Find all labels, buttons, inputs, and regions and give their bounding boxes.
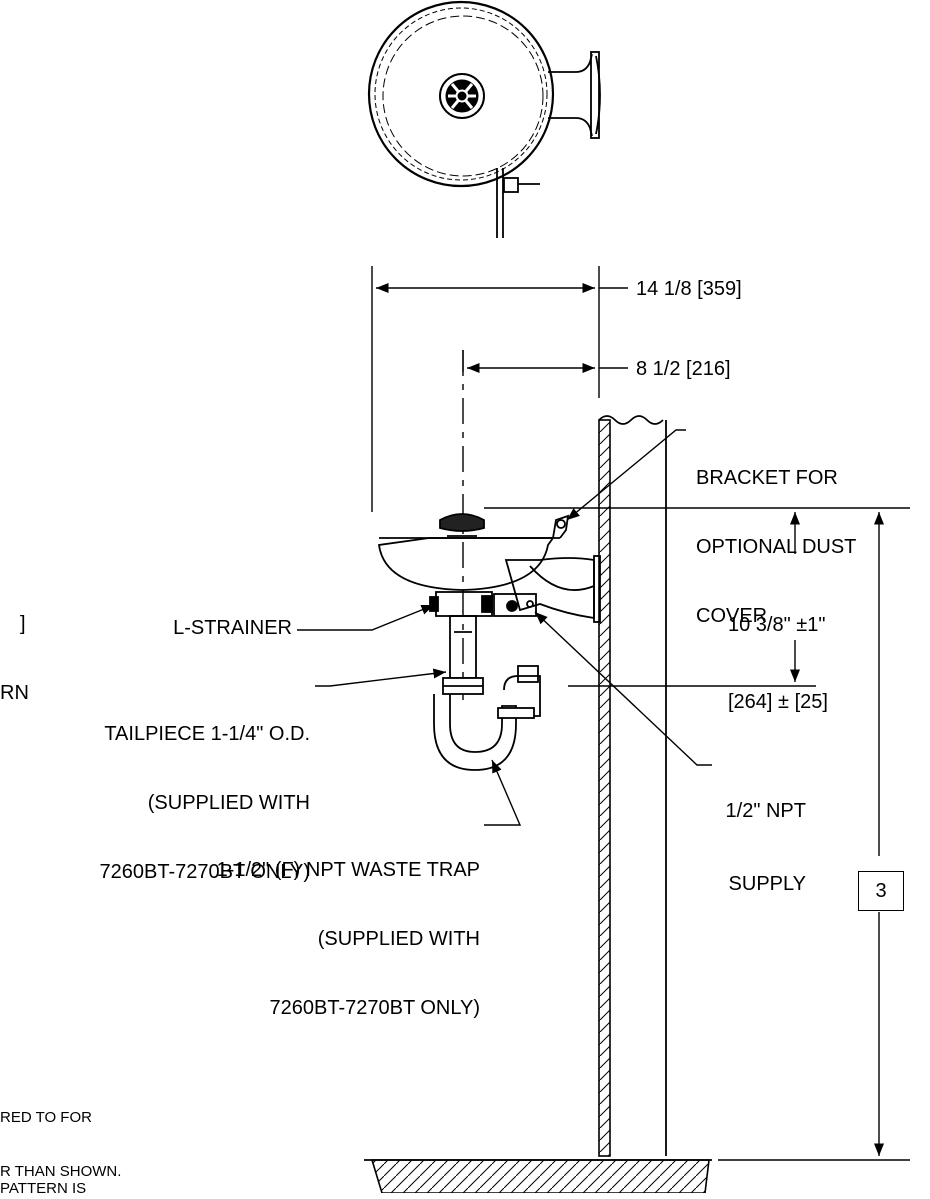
leaders	[297, 429, 712, 826]
note-box-3: 3	[858, 871, 904, 911]
eyewash-head-plan	[439, 73, 485, 119]
spray-head	[439, 513, 485, 532]
leader-supply	[534, 611, 712, 766]
eyewash-elevation	[377, 513, 601, 771]
bowl-hidden-line	[382, 15, 544, 177]
leader-strainer	[297, 604, 435, 631]
bowl-elevation	[377, 537, 555, 591]
label-tail-line1: TAILPIECE 1-1/4" O.D.	[104, 723, 310, 745]
label-height-line1: 10 3/8" ±1"	[728, 614, 826, 636]
support-arm	[504, 557, 595, 620]
label-supply: 1/2" NPT SUPPLY	[690, 754, 806, 919]
label-cut-note3: PATTERN IS	[0, 1180, 87, 1197]
label-trap-line2: (SUPPLIED WITH	[317, 928, 480, 950]
bowl-outer-rim	[367, 0, 555, 188]
dimension-width	[371, 266, 628, 700]
label-trap-line3: 7260BT-7270BT ONLY)	[269, 997, 481, 1019]
label-bracket: BRACKET FOR OPTIONAL DUST COVER	[696, 421, 856, 651]
label-bracket-line3: COVER	[696, 605, 768, 627]
label-cut-left: ] RN	[0, 567, 29, 728]
wall-section	[364, 415, 712, 1193]
label-bracket-line2: OPTIONAL DUST	[696, 536, 857, 558]
leader-tailpiece	[315, 668, 447, 687]
valve-block	[493, 593, 537, 617]
leader-trap	[484, 759, 522, 826]
dimension-height	[484, 507, 910, 1161]
top-view	[367, 0, 601, 238]
label-trap-line1: 1-1/2" (F) NPT WASTE TRAP	[216, 859, 480, 881]
wall-bracket-plan	[548, 51, 601, 139]
label-width-overall: 14 1/8 [359]	[636, 278, 742, 300]
bowl-inner-rim	[374, 7, 548, 181]
leader-bracket	[566, 429, 686, 521]
label-tail-line2: (SUPPLIED WITH	[147, 792, 310, 814]
label-cut-left2: RN	[0, 682, 29, 704]
label-cut-note: RED TO FOR R THAN SHOWN.	[0, 1073, 121, 1199]
label-cut-note1: RED TO FOR	[0, 1109, 92, 1126]
label-cut-left1: ]	[20, 613, 26, 635]
floor-section	[370, 1159, 710, 1193]
label-strainer: L-STRAINER	[173, 617, 292, 639]
label-cut-note2: R THAN SHOWN.	[0, 1163, 122, 1180]
label-height-dim: 10 3/8" ±1" [264] ± [25]	[728, 568, 828, 737]
label-supply-line1: 1/2" NPT	[725, 800, 806, 822]
waste-trap	[433, 694, 517, 771]
label-height-line2: [264] ± [25]	[728, 691, 828, 713]
valve-handle-plan	[496, 168, 540, 238]
label-tailpiece: TAILPIECE 1-1/4" O.D. (SUPPLIED WITH 726…	[0, 677, 311, 907]
label-tail-line3: 7260BT-7270BT ONLY)	[99, 861, 311, 883]
label-supply-line2: SUPPLY	[728, 873, 806, 895]
label-trap: 1-1/2" (F) NPT WASTE TRAP (SUPPLIED WITH…	[100, 813, 480, 1043]
label-width-center: 8 1/2 [216]	[636, 358, 731, 380]
label-bracket-line1: BRACKET FOR	[696, 467, 838, 489]
